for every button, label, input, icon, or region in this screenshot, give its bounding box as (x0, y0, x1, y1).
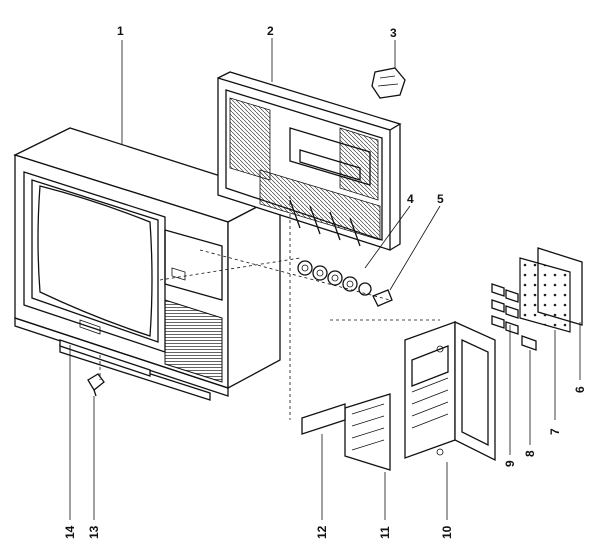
callout-10: 10 (440, 525, 454, 539)
terminal-housing-part-10 (404, 320, 496, 462)
rod-part-14 (59, 339, 151, 377)
clip-part-8 (521, 335, 537, 351)
bracket-part-3 (371, 67, 406, 99)
callout-3: 3 (390, 26, 397, 40)
perforated-plate-part-7 (519, 257, 571, 333)
callout-8: 8 (523, 450, 537, 457)
callout-12: 12 (315, 525, 329, 539)
cover-part-12 (301, 403, 346, 435)
callout-4: 4 (407, 192, 414, 206)
terminal-board-part-11 (344, 393, 391, 471)
jack-connectors-part-4 (297, 260, 372, 296)
callout-1: 1 (117, 24, 124, 38)
callout-2: 2 (267, 24, 274, 38)
callout-labels: 1 2 3 4 5 6 7 8 9 10 11 12 13 14 (63, 24, 587, 539)
callout-5: 5 (437, 192, 444, 206)
knob-part-13 (87, 373, 105, 397)
callout-9: 9 (503, 460, 517, 467)
callout-7: 7 (548, 428, 562, 435)
clips-part-9 (491, 283, 519, 335)
leader-lines (69, 38, 581, 520)
callout-11: 11 (378, 526, 392, 539)
callout-14: 14 (63, 525, 77, 539)
rear-chassis-frame (217, 71, 402, 251)
tv-cabinet (13, 127, 282, 401)
callout-6: 6 (573, 386, 587, 393)
callout-13: 13 (87, 525, 101, 539)
alignment-lines (99, 196, 440, 420)
